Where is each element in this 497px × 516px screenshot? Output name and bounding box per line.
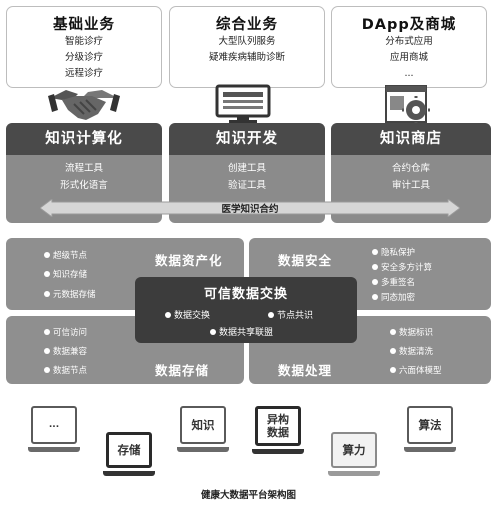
device-laptop: ... xyxy=(28,406,80,456)
column-header-knowledge-store: 知识商店 xyxy=(331,123,491,155)
device-screen: 算力 xyxy=(331,432,377,468)
top-box-basic-business: 基础业务 智能诊疗 分级诊疗 远程诊疗 xyxy=(6,6,162,88)
top-box-line: 疑难疾病辅助诊断 xyxy=(208,52,285,63)
device-screen: 存储 xyxy=(106,432,152,468)
bullet-item: 可信访问 xyxy=(44,326,87,338)
column-line: 创建工具 xyxy=(227,163,266,174)
column-line: 形式化语言 xyxy=(60,180,108,191)
device-screen: 算法 xyxy=(407,406,453,444)
bullet-item: 六面体模型 xyxy=(390,364,442,376)
top-box-line: 分布式应用 xyxy=(385,36,433,47)
bullet-item: 数据清洗 xyxy=(390,345,433,357)
device-base xyxy=(177,447,229,452)
quadrant-title: 数据安全 xyxy=(278,253,333,268)
device-base xyxy=(28,447,80,452)
bullet-item: 数据标识 xyxy=(390,326,433,338)
top-box-line: 智能诊疗 xyxy=(64,36,103,47)
top-box-title: DApp及商城 xyxy=(361,17,457,33)
column-line: 审计工具 xyxy=(391,180,430,191)
bullet-item: 数据节点 xyxy=(44,364,87,376)
device-laptop: 算法 xyxy=(404,406,456,456)
top-box-line: 远程诊疗 xyxy=(64,68,103,79)
device-screen: 知识 xyxy=(180,406,226,444)
device-laptop: 知识 xyxy=(177,406,229,456)
center-item: 数据共享联盟 xyxy=(210,325,273,338)
center-title: 可信数据交换 xyxy=(203,287,288,302)
contract-arrow xyxy=(40,199,460,217)
column-header-knowledge-development: 知识开发 xyxy=(169,123,325,155)
device-base xyxy=(328,471,380,476)
top-box-title: 综合业务 xyxy=(216,17,278,33)
bullet-item: 数据兼容 xyxy=(44,345,87,357)
bullet-item: 元数据存储 xyxy=(44,288,96,300)
column-line: 合约仓库 xyxy=(391,163,430,174)
bullet-item: 安全多方计算 xyxy=(372,261,432,273)
quadrant-title: 数据资产化 xyxy=(155,253,223,268)
top-box-title: 基础业务 xyxy=(53,17,115,33)
handshake-icon xyxy=(48,90,120,120)
device-base xyxy=(404,447,456,452)
device-laptop: 算力 xyxy=(328,432,380,480)
top-box-line: ... xyxy=(404,68,414,79)
monitor-icon xyxy=(215,84,271,123)
bullet-item: 知识存储 xyxy=(44,268,87,280)
center-item: 节点共识 xyxy=(268,308,313,321)
bullet-item: 多重签名 xyxy=(372,276,415,288)
contract-label: 医学知识合约 xyxy=(221,204,279,215)
bullet-item: 超级节点 xyxy=(44,249,87,261)
device-laptop: 存储 xyxy=(103,432,155,480)
top-box-integrated-business: 综合业务 大型队列服务 疑难疾病辅助诊断 xyxy=(169,6,325,88)
device-screen: ... xyxy=(31,406,77,444)
device-base xyxy=(252,449,304,454)
center-trusted-exchange xyxy=(135,277,357,343)
device-laptop: 异构 数据 xyxy=(252,406,304,456)
bullet-item: 隐私保护 xyxy=(372,246,415,258)
column-line: 验证工具 xyxy=(227,180,266,191)
top-box-line: 分级诊疗 xyxy=(64,52,103,63)
column-header-knowledge-computation: 知识计算化 xyxy=(6,123,162,155)
center-item: 数据交换 xyxy=(165,308,210,321)
bullet-item: 同态加密 xyxy=(372,291,415,303)
quadrant-title: 数据存储 xyxy=(155,363,210,378)
top-box-line: 大型队列服务 xyxy=(218,36,276,47)
top-box-line: 应用商城 xyxy=(389,52,428,63)
column-line: 流程工具 xyxy=(64,163,103,174)
top-box-dapp-store: DApp及商城 分布式应用 应用商城 ... xyxy=(331,6,487,88)
quadrant-title: 数据处理 xyxy=(278,363,333,378)
device-screen: 异构 数据 xyxy=(255,406,301,446)
device-base xyxy=(103,471,155,476)
figure-caption: 健康大数据平台架构图 xyxy=(200,490,296,501)
shop-gear-icon xyxy=(385,85,430,124)
